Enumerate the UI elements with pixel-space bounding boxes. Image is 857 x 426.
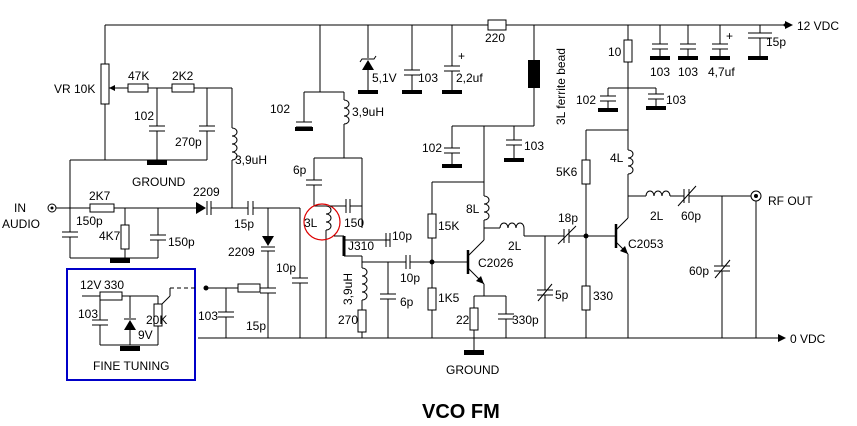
supply-label: 12 VDC: [797, 19, 839, 33]
c102a-label: 102: [134, 109, 154, 123]
c10pa-label: 10p: [276, 261, 296, 275]
c2053-label: C2053: [628, 237, 664, 251]
l4l-label: 4L: [610, 151, 624, 165]
fine-tuning-label: FINE TUNING: [93, 359, 169, 373]
plus-sign: +: [458, 49, 465, 63]
c6pa-label: 6p: [293, 163, 307, 177]
ground-top-label: GROUND: [132, 175, 186, 189]
c103c-label: 103: [650, 65, 670, 79]
l39a-label: 3,9uH: [235, 153, 267, 167]
audio-input-section: VR 10K 47K 2K2 102 270p GROUND 3,9uH: [2, 25, 308, 339]
ft-12v-label: 12V: [80, 278, 101, 292]
buffer-stage: 15K 1K5 8L C2026 22 330p GROUND: [427, 126, 616, 377]
c60pa-label: 60p: [681, 209, 701, 223]
d2209a-label: 2209: [193, 185, 220, 199]
audio-label: AUDIO: [2, 217, 40, 231]
c102d-label: 102: [576, 93, 596, 107]
output-stage: 10 103 103 + 4,7uf 15p 102: [556, 25, 813, 338]
c6pb-label: 6p: [400, 295, 414, 309]
j310-label: J310: [348, 239, 374, 253]
c10pb-label: 10p: [392, 229, 412, 243]
c103ft-label: 103: [198, 309, 218, 323]
l39c-label: 3,9uH: [341, 273, 355, 305]
oscillator-tank: 102 3,9uH 6p 3L 150 J310 10p: [270, 25, 468, 338]
r2k7-label: 2K7: [89, 189, 111, 203]
c150pa-label: 150p: [76, 214, 103, 228]
l2la-label: 2L: [508, 239, 522, 253]
ferrite-label: 3L ferrite bead: [554, 48, 568, 125]
plus-sign-b: +: [726, 29, 733, 43]
c15pa-label: 15p: [234, 217, 254, 231]
ft-330-label: 330: [104, 278, 124, 292]
c103d-label: 103: [678, 65, 698, 79]
c15p-top-label: 15p: [766, 35, 786, 49]
ft-9v-label: 9V: [138, 328, 153, 342]
ground-bottom-label: GROUND: [446, 363, 500, 377]
r270-label: 270: [338, 313, 358, 327]
r15k-label: 15K: [438, 219, 459, 233]
c330p-label: 330p: [512, 313, 539, 327]
ft-20k-label: 20K: [146, 313, 167, 327]
r47k-label: 47K: [128, 69, 149, 83]
z51-label: 5,1V: [372, 71, 397, 85]
ft-103-label: 103: [78, 307, 98, 321]
c102c-label: 102: [422, 141, 442, 155]
rf-out-label: RF OUT: [768, 194, 813, 208]
l39b-label: 3,9uH: [352, 105, 384, 119]
diagram-title: VCO FM: [422, 401, 500, 423]
c103a-label: 103: [418, 71, 438, 85]
regulator-section: 5,1V 103 + 2,2uf 3L ferrite bead 102: [358, 25, 568, 168]
l2lb-label: 2L: [650, 209, 664, 223]
c150c-label: 150: [344, 216, 364, 230]
c103e-label: 103: [666, 93, 686, 107]
c47uf-label: 4,7uf: [708, 65, 735, 79]
ground-rail: 0 VDC: [198, 332, 826, 346]
c15pb-label: 15p: [246, 319, 266, 333]
c270p-label: 270p: [175, 135, 202, 149]
supply-rail: 12 VDC 220: [105, 19, 839, 45]
c10pc-label: 10p: [400, 271, 420, 285]
c150pb-label: 150p: [168, 235, 195, 249]
in-label: IN: [14, 201, 26, 215]
c60pb-label: 60p: [689, 264, 709, 278]
c5p-label: 5p: [555, 288, 569, 302]
l3l-label: 3L: [304, 216, 318, 230]
r2k2-label: 2K2: [172, 69, 194, 83]
r220-label: 220: [485, 31, 505, 45]
r5k6-label: 5K6: [556, 165, 578, 179]
r330b-label: 330: [593, 289, 613, 303]
r4k7-label: 4K7: [99, 229, 121, 243]
ground-rail-label: 0 VDC: [790, 332, 826, 346]
c102b-label: 102: [270, 102, 290, 116]
c2026-label: C2026: [478, 256, 514, 270]
l8l-label: 8L: [466, 202, 480, 216]
vr-label: VR 10K: [54, 82, 95, 96]
fine-tuning-box: 12V 330 103 9V 20K FINE TUNING: [66, 268, 198, 381]
c18p-label: 18p: [558, 211, 578, 225]
c103b-label: 103: [524, 139, 544, 153]
c22uf-label: 2,2uf: [456, 71, 483, 85]
r10-label: 10: [608, 45, 622, 59]
r22-label: 22: [456, 313, 470, 327]
r1k5-label: 1K5: [438, 291, 460, 305]
d2209b-label: 2209: [228, 245, 255, 259]
